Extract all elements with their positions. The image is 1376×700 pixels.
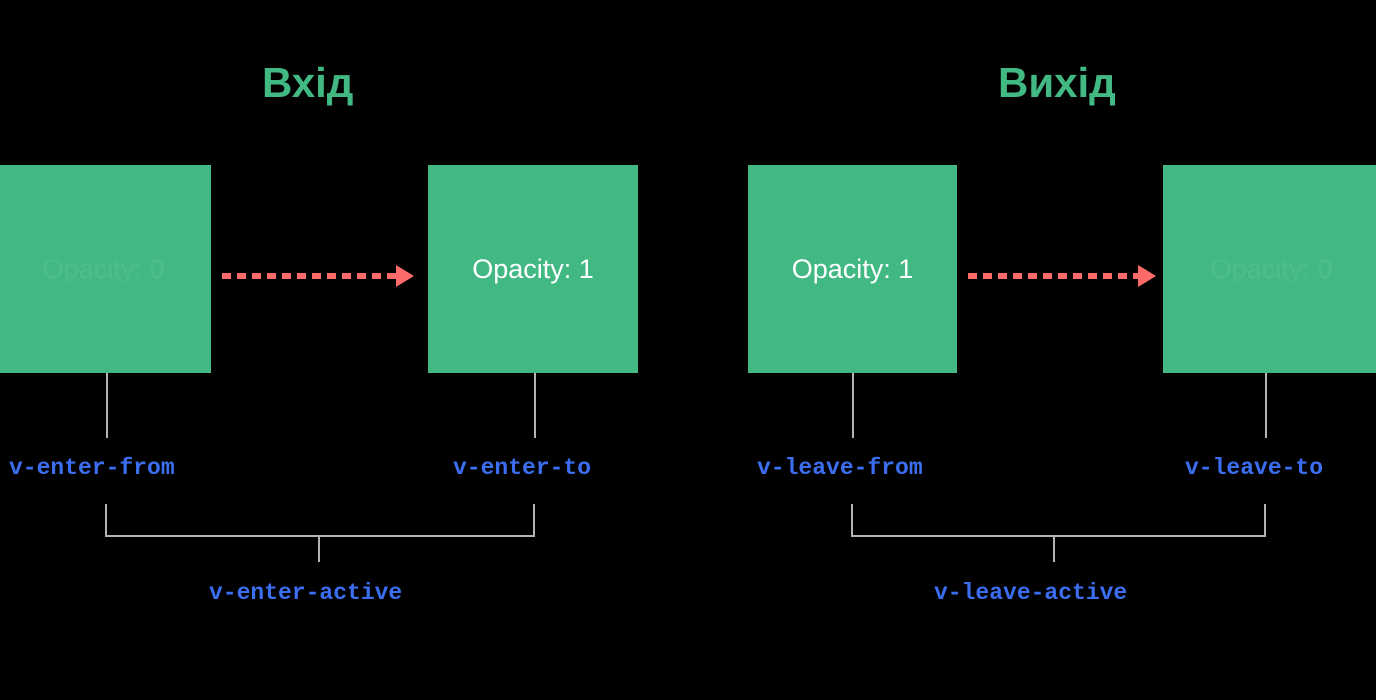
leave-from-connector-stem xyxy=(852,373,854,438)
enter-arrow-head-icon xyxy=(396,265,414,287)
leave-to-connector-stem xyxy=(1265,373,1267,438)
label-v-enter-active: v-enter-active xyxy=(209,580,403,606)
label-v-leave-to: v-leave-to xyxy=(1185,455,1324,481)
leave-active-bracket xyxy=(851,504,1266,537)
enter-active-connector-stem xyxy=(318,537,320,562)
label-v-leave-active: v-leave-active xyxy=(934,580,1128,606)
leave-arrow-dashed-line xyxy=(968,273,1140,279)
enter-from-opacity-label: Opacity: 0 xyxy=(42,253,165,284)
leave-active-connector-stem xyxy=(1053,537,1055,562)
enter-from-state-box: Opacity: 0 xyxy=(0,165,211,373)
enter-to-opacity-label: Opacity: 1 xyxy=(472,253,594,284)
enter-active-bracket xyxy=(105,504,535,537)
leave-transition-arrow-icon xyxy=(968,265,1156,287)
leave-arrow-head-icon xyxy=(1138,265,1156,287)
enter-section-title: Вхід xyxy=(262,59,354,106)
label-v-leave-from: v-leave-from xyxy=(757,455,923,481)
enter-transition-arrow-icon xyxy=(222,265,414,287)
leave-from-opacity-label: Opacity: 1 xyxy=(791,253,914,284)
leave-to-state-box: Opacity: 0 xyxy=(1163,165,1376,373)
label-v-enter-from: v-enter-from xyxy=(9,455,175,481)
enter-from-connector-stem xyxy=(106,373,108,438)
label-v-enter-to: v-enter-to xyxy=(453,455,592,481)
leave-section-title: Вихід xyxy=(998,59,1116,106)
enter-to-state-box: Opacity: 1 xyxy=(428,165,638,373)
leave-from-state-box: Opacity: 1 xyxy=(748,165,957,373)
enter-arrow-dashed-line xyxy=(222,273,398,279)
leave-to-opacity-label: Opacity: 0 xyxy=(1210,253,1333,284)
enter-to-connector-stem xyxy=(534,373,536,438)
